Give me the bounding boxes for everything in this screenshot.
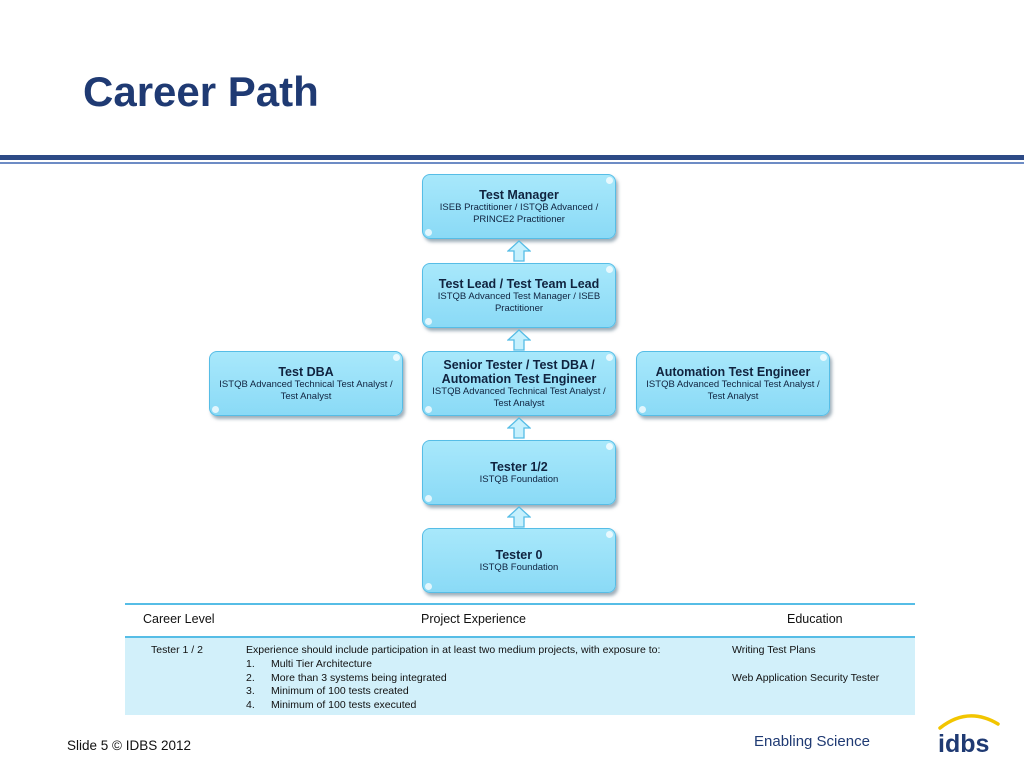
title-divider-thick xyxy=(0,155,1024,160)
idbs-logo: idbs xyxy=(938,714,1000,758)
node-subtitle: ISTQB Advanced Technical Test Analyst / … xyxy=(432,385,606,409)
node-tester-0: Tester 0 ISTQB Foundation xyxy=(422,528,616,593)
node-title: Test Lead / Test Team Lead xyxy=(438,276,600,291)
up-arrow-icon xyxy=(507,329,531,351)
node-test-lead: Test Lead / Test Team Lead ISTQB Advance… xyxy=(422,263,616,328)
table-top-border xyxy=(125,603,915,605)
node-subtitle: ISTQB Advanced Technical Test Analyst / … xyxy=(219,378,393,402)
cell-education-item: Writing Test Plans xyxy=(732,644,816,656)
experience-item: Minimum of 100 tests created xyxy=(271,685,409,698)
node-subtitle: ISTQB Foundation xyxy=(479,561,559,573)
node-tester-1-2: Tester 1/2 ISTQB Foundation xyxy=(422,440,616,505)
table-row: Tester 1 / 2 Experience should include p… xyxy=(125,638,915,715)
experience-item-number: 3. xyxy=(246,685,255,698)
node-automation-test-engineer: Automation Test Engineer ISTQB Advanced … xyxy=(636,351,830,416)
header-education: Education xyxy=(787,612,843,626)
header-project-experience: Project Experience xyxy=(421,612,526,626)
experience-item: Multi Tier Architecture xyxy=(271,657,372,670)
slide-title: Career Path xyxy=(83,68,319,115)
node-senior-tester: Senior Tester / Test DBA / Automation Te… xyxy=(422,351,616,416)
up-arrow-icon xyxy=(507,240,531,262)
tagline: Enabling Science xyxy=(754,733,870,750)
node-subtitle: ISTQB Advanced Technical Test Analyst / … xyxy=(646,378,820,402)
experience-item: Minimum of 100 tests executed xyxy=(271,699,417,712)
node-title: Senior Tester / Test DBA / Automation Te… xyxy=(441,357,597,386)
cell-education-item: Web Application Security Tester xyxy=(732,671,880,684)
logo-text: idbs xyxy=(938,730,989,758)
node-title: Tester 0 xyxy=(495,547,543,562)
node-title: Test Manager xyxy=(479,187,559,202)
cell-experience-intro: Experience should include participation … xyxy=(246,644,661,656)
up-arrow-icon xyxy=(507,506,531,528)
slide-number: Slide 5 © IDBS 2012 xyxy=(67,738,192,753)
up-arrow-icon xyxy=(507,417,531,439)
node-subtitle: ISTQB Advanced Test Manager / ISEB Pract… xyxy=(437,290,601,314)
node-title: Tester 1/2 xyxy=(490,459,548,474)
header-career-level: Career Level xyxy=(143,612,215,626)
node-title: Test DBA xyxy=(278,364,334,379)
experience-item: More than 3 systems being integrated xyxy=(271,671,447,684)
node-subtitle: ISTQB Foundation xyxy=(479,473,559,485)
career-table: Career Level Project Experience Educatio… xyxy=(125,603,915,715)
node-test-manager: Test Manager ISEB Practitioner / ISTQB A… xyxy=(422,174,616,239)
experience-item-number: 2. xyxy=(246,671,255,684)
node-test-dba: Test DBA ISTQB Advanced Technical Test A… xyxy=(209,351,403,416)
experience-item-number: 4. xyxy=(246,699,255,712)
title-divider-thin xyxy=(0,162,1024,164)
cell-career-level: Tester 1 / 2 xyxy=(151,644,203,656)
node-title: Automation Test Engineer xyxy=(655,364,811,379)
table-header-border xyxy=(125,636,915,638)
node-subtitle: ISEB Practitioner / ISTQB Advanced / PRI… xyxy=(439,201,599,225)
experience-item-number: 1. xyxy=(246,657,255,670)
